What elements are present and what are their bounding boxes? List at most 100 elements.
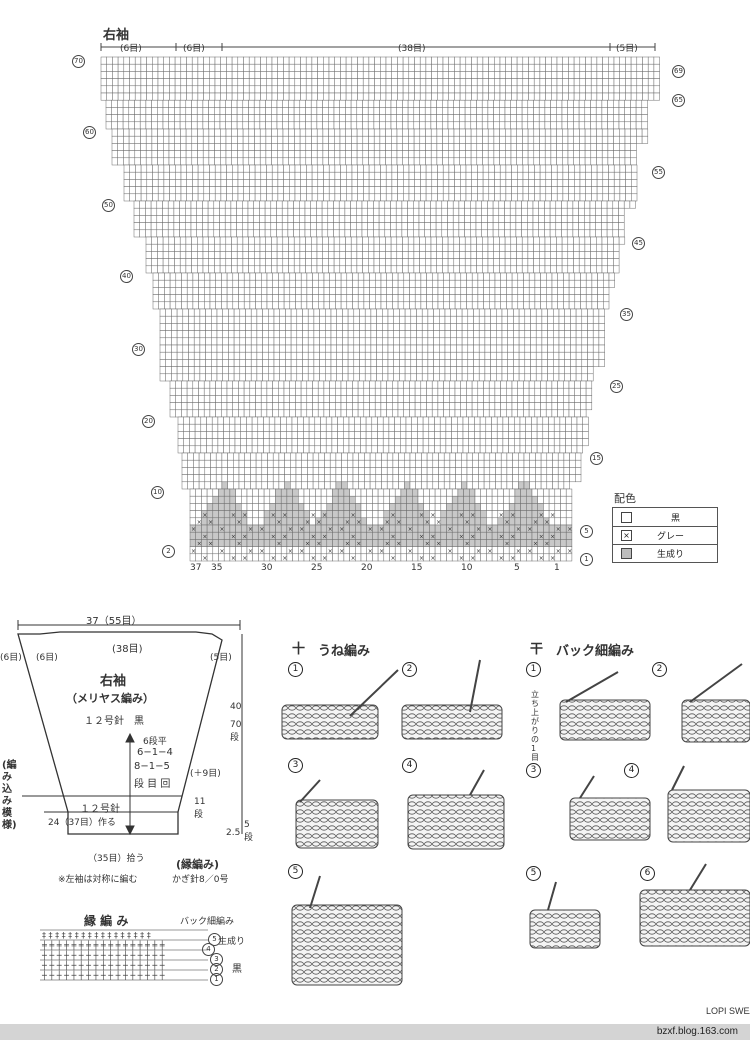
grid-cell xyxy=(382,416,390,425)
grid-cell xyxy=(265,128,272,137)
grid-cell xyxy=(290,474,297,483)
grid-cell xyxy=(211,344,218,353)
grid-cell xyxy=(432,474,439,483)
grid-cell xyxy=(466,272,473,281)
grid-cell xyxy=(402,85,410,94)
grid-cell xyxy=(484,308,491,317)
grid-cell xyxy=(176,308,184,317)
grid-cell xyxy=(451,416,458,425)
grid-cell xyxy=(128,150,136,159)
grid-cell xyxy=(555,222,562,231)
grid-cell xyxy=(436,150,443,159)
grid-cell xyxy=(414,63,421,72)
grid-cell xyxy=(187,474,194,483)
grid-cell xyxy=(510,107,517,115)
grid-cell xyxy=(466,380,473,389)
grid-cell xyxy=(199,366,206,375)
grid-cell xyxy=(373,243,380,252)
sleeve-chart-grid: ××××××××××××××××××××××××××××××××××××××××… xyxy=(100,43,660,562)
grid-cell xyxy=(482,171,490,180)
grid-cell xyxy=(266,85,273,94)
grid-cell xyxy=(598,351,605,360)
grid-cell xyxy=(336,323,343,331)
grid-cell xyxy=(169,395,176,403)
grid-cell xyxy=(257,416,264,425)
grid-cell xyxy=(496,373,503,382)
grid-cell xyxy=(392,272,399,281)
grid-cell xyxy=(528,63,535,72)
grid-cell xyxy=(477,279,484,288)
grid-cell xyxy=(436,99,443,108)
grid-cell xyxy=(364,359,372,367)
grid-cell xyxy=(217,445,224,454)
grid-cell xyxy=(158,287,165,295)
grid-cell xyxy=(574,164,581,173)
grid-cell xyxy=(506,474,513,483)
grid-cell xyxy=(162,251,170,259)
grid-cell xyxy=(557,452,565,461)
grid-cell xyxy=(449,395,456,403)
grid-cell xyxy=(556,171,564,180)
grid-cell xyxy=(382,438,390,447)
grid-cell xyxy=(493,150,500,159)
grid-cell xyxy=(373,150,381,159)
grid-cell xyxy=(464,258,472,267)
grid-cell xyxy=(635,114,643,123)
grid-cell xyxy=(325,323,332,331)
grid-cell xyxy=(339,135,346,144)
grid-cell xyxy=(489,294,496,303)
grid-cell xyxy=(550,243,557,252)
grid-cell xyxy=(550,251,557,259)
grid-cell xyxy=(243,71,250,79)
grid-cell xyxy=(232,171,239,180)
grid-cell xyxy=(373,265,380,274)
grid-cell xyxy=(341,459,348,468)
grid-cell xyxy=(305,99,312,108)
grid-cell xyxy=(352,272,359,281)
grid-cell xyxy=(167,200,175,209)
grid-cell xyxy=(590,251,597,259)
grid-cell xyxy=(540,402,547,411)
grid-cell xyxy=(208,265,215,274)
grid-cell xyxy=(551,409,558,418)
grid-cell xyxy=(230,222,237,231)
grid-cell xyxy=(500,467,508,475)
grid-cell xyxy=(202,265,209,274)
grid-cell xyxy=(158,272,165,281)
grid-cell xyxy=(328,251,335,259)
grid-cell xyxy=(295,395,302,403)
grid-cell xyxy=(370,366,377,375)
grid-cell xyxy=(152,63,159,72)
grid-cell xyxy=(186,179,193,187)
grid-cell xyxy=(186,395,194,403)
grid-cell xyxy=(307,330,315,339)
grid-cell xyxy=(334,157,341,166)
grid-cell xyxy=(414,395,422,403)
grid-cell xyxy=(231,150,238,159)
grid-cell xyxy=(596,157,603,166)
grid-cell xyxy=(183,423,190,432)
grid-cell xyxy=(316,99,323,108)
grid-cell xyxy=(324,474,331,483)
grid-cell xyxy=(232,387,239,396)
grid-cell xyxy=(197,164,205,173)
grid-cell xyxy=(493,128,500,137)
grid-cell xyxy=(461,467,468,475)
grid-cell xyxy=(561,243,569,252)
grid-cell xyxy=(470,200,477,209)
grid-cell xyxy=(185,222,192,231)
grid-cell xyxy=(283,179,290,187)
grid-cell xyxy=(216,315,223,324)
grid-cell xyxy=(551,395,558,403)
grid-cell xyxy=(579,150,586,159)
grid-cell xyxy=(209,387,216,396)
grid-cell xyxy=(575,308,583,317)
grid-cell xyxy=(250,373,258,382)
grid-cell xyxy=(270,222,277,231)
grid-cell xyxy=(319,337,326,346)
grid-cell xyxy=(255,395,262,403)
grid-cell xyxy=(434,416,441,425)
grid-cell xyxy=(415,459,422,468)
grid-cell xyxy=(471,395,479,403)
grid-cell xyxy=(300,387,308,396)
